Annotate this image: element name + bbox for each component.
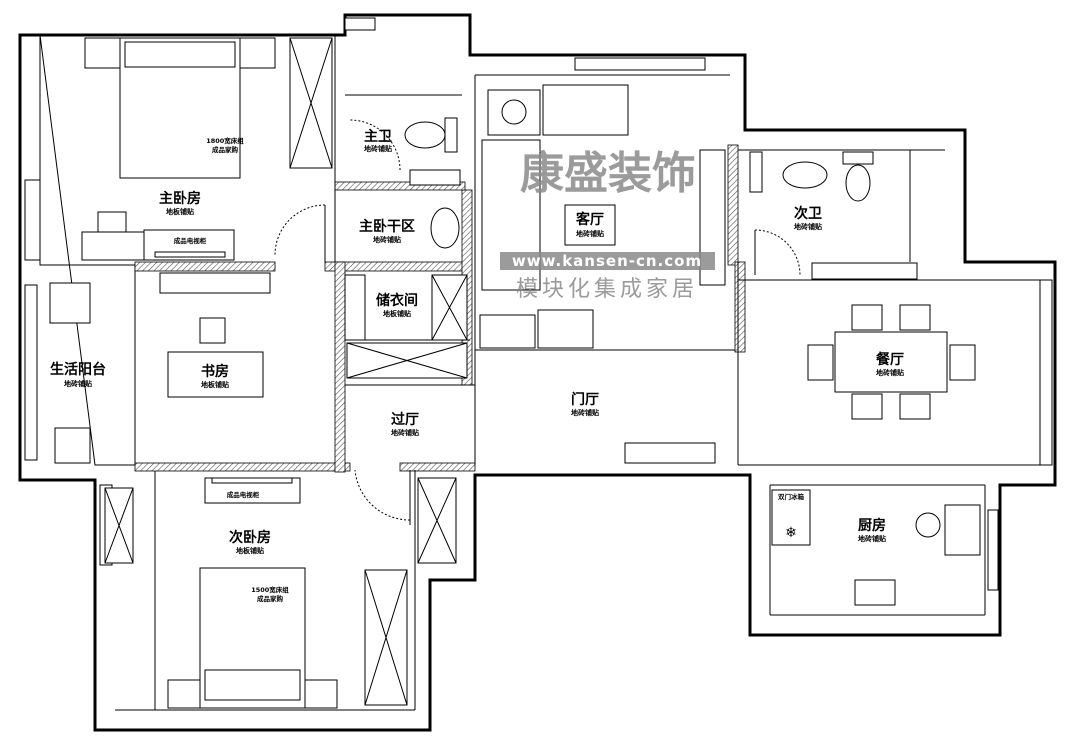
watermark-brand: 康盛装饰 xyxy=(520,148,696,199)
master-tv-cabinet: 成品电视柜 xyxy=(81,211,235,261)
door-swings xyxy=(274,119,801,525)
room-labels: 主卧房 地板铺贴 主卫 地砖铺贴 主卧干区 地砖铺贴 储衣间 地板铺贴 客厅 地… xyxy=(50,128,904,555)
room-name-living-room: 客厅 xyxy=(575,211,604,228)
room-floor-utility-balcony: 地砖铺贴 xyxy=(64,379,92,388)
room-floor-dining-room: 地砖铺贴 xyxy=(876,368,904,377)
snowflake-icon: ❄ xyxy=(785,525,797,541)
room-floor-living-room: 地砖铺贴 xyxy=(576,229,604,238)
room-name-hallway: 过厅 xyxy=(391,411,419,428)
tv-cabinet-label: 成品电视柜 xyxy=(174,236,207,245)
room-floor-second-bath: 地砖铺贴 xyxy=(794,222,822,231)
room-name-closet: 储衣间 xyxy=(375,292,418,309)
room-floor-hallway: 地砖铺贴 xyxy=(391,428,419,437)
master-bed-label-2: 成品家购 xyxy=(212,145,239,154)
study-desk xyxy=(167,317,264,398)
room-floor-master-bedroom: 地板铺贴 xyxy=(166,207,194,216)
second-bedroom-furniture: 成品电视柜 1500宽床组 成品家购 xyxy=(167,477,338,709)
watermark-url: www.kansen-cn.com xyxy=(512,252,702,270)
room-name-master-bedroom: 主卧房 xyxy=(159,190,201,207)
master-bed-label: 1800宽床组 xyxy=(206,136,244,145)
room-name-master-dry-area: 主卧干区 xyxy=(359,218,415,235)
dining-table xyxy=(807,304,976,420)
cabinets xyxy=(104,37,918,706)
hatched-walls xyxy=(134,144,746,473)
fixtures: 双门冰箱 ❄ xyxy=(49,117,981,606)
room-name-second-bedroom: 次卧房 xyxy=(229,529,271,546)
room-name-master-bath: 主卫 xyxy=(364,128,392,145)
room-name-dining-room: 餐厅 xyxy=(875,351,904,368)
tv-cabinet-label: 成品电视柜 xyxy=(227,490,260,499)
room-floor-second-bedroom: 地板铺贴 xyxy=(236,546,264,555)
room-floor-foyer: 地砖铺贴 xyxy=(571,408,599,417)
watermark-slogan: 模块化集成家居 xyxy=(516,277,698,302)
room-name-utility-balcony: 生活阳台 xyxy=(50,361,106,378)
room-floor-master-bath: 地砖铺贴 xyxy=(364,144,392,153)
interior-walls xyxy=(24,17,1053,711)
room-name-foyer: 门厅 xyxy=(571,391,599,408)
room-floor-kitchen: 地砖铺贴 xyxy=(858,534,886,543)
room-floor-study: 地板铺贴 xyxy=(201,380,229,389)
room-name-study: 书房 xyxy=(201,363,229,380)
room-name-kitchen: 厨房 xyxy=(858,517,886,534)
room-name-second-bath: 次卫 xyxy=(794,205,822,222)
room-floor-closet: 地板铺贴 xyxy=(383,309,411,318)
fridge-label: 双门冰箱 xyxy=(778,492,805,501)
room-floor-master-dry-area: 地砖铺贴 xyxy=(373,235,401,244)
second-bed-label: 1500宽床组 xyxy=(251,585,289,594)
second-bed-label-2: 成品家购 xyxy=(257,594,284,603)
watermark: 康盛装饰 www.kansen-cn.com 模块化集成家居 xyxy=(500,148,715,302)
master-bed: 1800宽床组 成品家购 xyxy=(84,37,276,179)
